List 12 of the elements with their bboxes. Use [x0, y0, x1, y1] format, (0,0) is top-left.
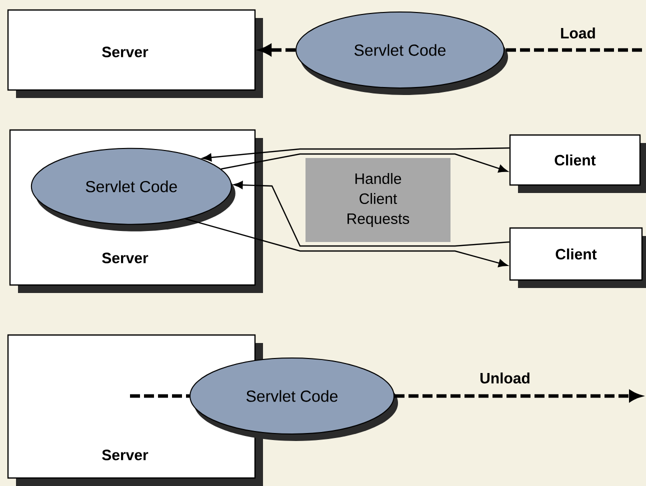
process-box: Handle Client Requests — [306, 158, 450, 242]
edge-label: Unload — [478, 370, 532, 386]
arrow — [220, 153, 508, 173]
arrow — [202, 147, 510, 162]
arrow — [233, 181, 510, 247]
client-box: Client — [509, 134, 646, 193]
client-box: Client — [509, 227, 646, 288]
server-box: Server — [7, 9, 263, 98]
dashed-line — [130, 394, 190, 398]
edge-label: Load — [558, 26, 598, 40]
dashed-line — [504, 48, 642, 52]
arrow — [185, 218, 508, 268]
